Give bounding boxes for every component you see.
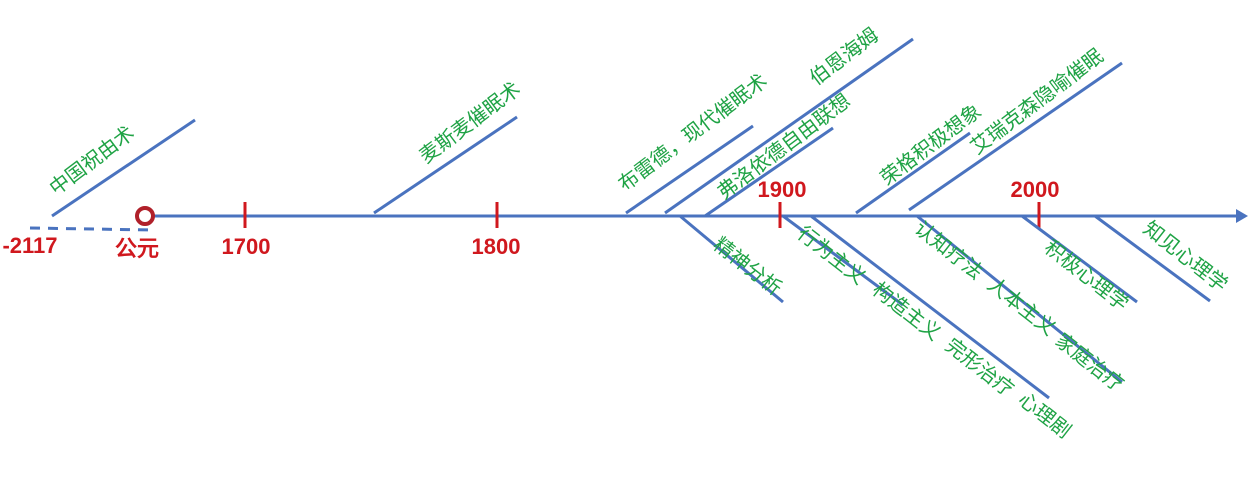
event-label-below: 认知疗法 xyxy=(910,216,988,284)
branch-line-above xyxy=(373,115,518,215)
event-label-below: 精神分析 xyxy=(709,232,787,300)
branch-line-below xyxy=(810,214,1050,400)
branch-line-above xyxy=(625,124,754,215)
branch-line-above xyxy=(704,126,834,218)
branch-line-below xyxy=(1094,214,1211,303)
event-label-below: 积极心理学 xyxy=(1040,235,1134,315)
year-label: 公元 xyxy=(115,236,159,261)
branch-line-below xyxy=(916,214,1123,384)
branch-line-above xyxy=(51,118,196,218)
origin-marker xyxy=(135,206,155,226)
event-label-below: 人本主义 xyxy=(983,272,1061,340)
year-label: 2000 xyxy=(1011,177,1060,202)
branch-line-below xyxy=(782,214,904,307)
event-label-above: 艾瑞克森隐喻催眠 xyxy=(966,44,1108,159)
axis-dashed-segment xyxy=(29,226,153,232)
branch-line-below xyxy=(1021,214,1138,304)
branch-line-above xyxy=(664,37,914,215)
year-label: 1700 xyxy=(222,234,271,259)
branch-line-above xyxy=(908,61,1123,212)
event-label-below: 家庭治疗 xyxy=(1051,328,1129,396)
branch-line-above xyxy=(855,131,971,215)
event-label-above: 伯恩海姆 xyxy=(805,23,883,90)
year-label: 1900 xyxy=(758,177,807,202)
branch-line-below xyxy=(679,214,784,304)
year-label: -2117 xyxy=(2,233,57,258)
axis-arrow-head xyxy=(1236,209,1248,223)
year-label: 1800 xyxy=(472,234,521,259)
